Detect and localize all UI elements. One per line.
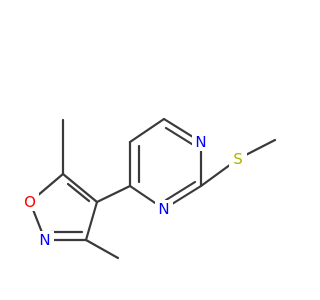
bond-c5-c6 [128, 117, 166, 144]
molecule-diagram: O N N N S [24, 117, 277, 260]
sulfur-atom-label: S [233, 150, 243, 168]
bond-c5-c4-double-inner [66, 182, 91, 203]
bond-c2-n3-inner [164, 180, 197, 202]
bond-c6-n1-inner [164, 126, 197, 148]
bond-c4-c3 [84, 200, 99, 242]
isoxazole-nitrogen-label: N [39, 231, 50, 249]
pyrimidine-n1-label: N [195, 133, 206, 151]
bond-c3-methyl [84, 238, 120, 260]
structure-canvas: O N N N S [24, 117, 277, 260]
bond-c5-c4-double [61, 172, 99, 204]
pyrimidine-n3-label: N [158, 200, 169, 218]
oxygen-atom-label: O [24, 193, 36, 211]
bond-ring-link [95, 184, 132, 204]
